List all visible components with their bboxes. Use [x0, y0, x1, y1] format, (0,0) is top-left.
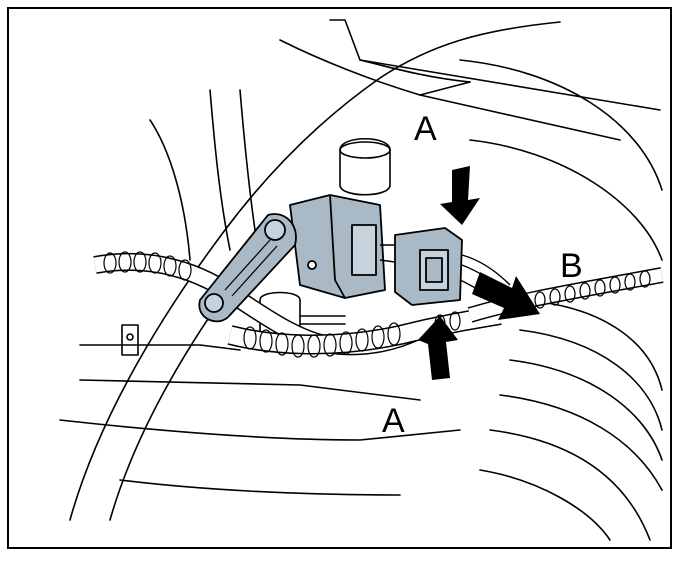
- frame-border: [7, 7, 672, 549]
- level-sensor-icon: [198, 194, 386, 323]
- callout-label-a-bottom: A: [382, 402, 405, 440]
- harness-coils: [103, 251, 651, 358]
- callout-label-b: B: [560, 247, 583, 285]
- pull-arrow-icon: [472, 272, 540, 320]
- press-arrow-icon: [418, 166, 480, 380]
- callout-label-a-top: A: [414, 110, 437, 148]
- background-structure: [59, 19, 663, 541]
